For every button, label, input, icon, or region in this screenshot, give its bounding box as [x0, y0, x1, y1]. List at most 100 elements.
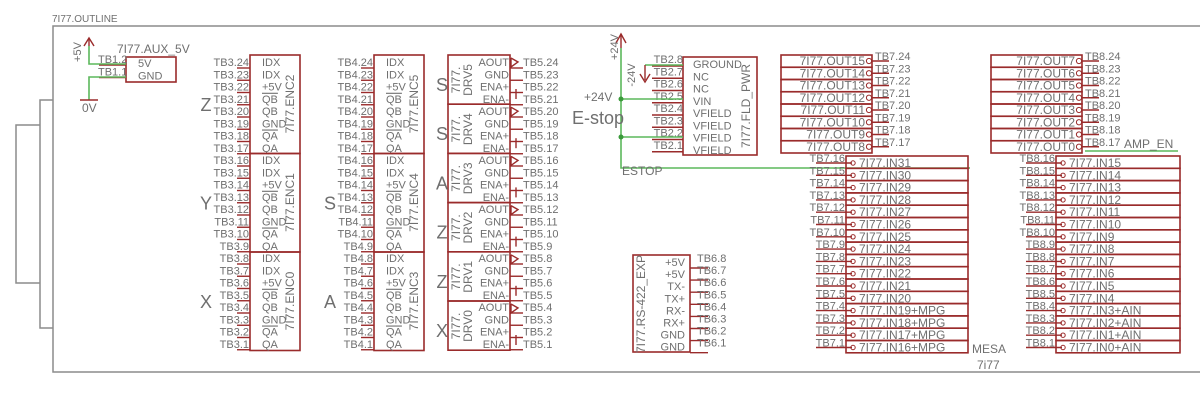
- terminal-label: TB3.24: [214, 57, 249, 69]
- input-label: 7I77.IN9: [1069, 230, 1115, 244]
- input-opto-icon: [1060, 160, 1066, 166]
- terminal-label: TB8.17: [1085, 137, 1120, 149]
- output-label: 7I77.OUT6: [1016, 66, 1075, 80]
- output-label: 7I77.OUT15: [800, 54, 866, 68]
- encoder-pin-label: QA: [262, 131, 279, 143]
- output-label: 7I77.OUT2: [1016, 115, 1075, 129]
- output-driver-icon: [1075, 57, 1083, 65]
- input-label: 7I77.IN14: [1069, 168, 1121, 182]
- input-opto-icon: [1060, 172, 1066, 179]
- input-label: 7I77.IN25: [859, 230, 911, 244]
- estop-net-label: ESTOP: [622, 164, 662, 178]
- input-label: 7I77.IN2+AIN: [1069, 316, 1141, 330]
- power-pin-label: VFIELD: [693, 145, 732, 157]
- input-opto-icon: [850, 295, 856, 301]
- input-opto-icon: [1060, 271, 1066, 277]
- terminal-label: TB4.15: [338, 167, 373, 179]
- encoder-pin-label: IDX: [386, 253, 405, 265]
- encoder-part-name: 7I77.ENC1: [283, 173, 297, 232]
- input-opto-icon: [850, 332, 856, 338]
- output-driver-icon: [1075, 94, 1083, 101]
- input-opto-icon: [850, 307, 856, 314]
- terminal-label: TB7.5: [816, 288, 845, 300]
- axis-letter: A: [324, 292, 336, 312]
- power-pin-label: GROUND: [693, 59, 742, 71]
- terminal-label: TB7.16: [810, 153, 845, 165]
- terminal-label: TB8.19: [1085, 112, 1120, 124]
- input-label: 7I77.IN19+MPG: [859, 304, 945, 318]
- terminal-label: TB4.4: [344, 302, 373, 314]
- terminal-label: TB5.1: [523, 339, 552, 351]
- driver-pin-label: ENA-: [483, 94, 510, 106]
- rs422-pin-label: GND: [661, 330, 686, 342]
- encoder-pin-label: +5V: [262, 180, 283, 192]
- terminal-label: TB3.17: [214, 143, 249, 155]
- output-label: 7I77.OUT8: [806, 140, 865, 154]
- terminal-label: TB5.18: [523, 131, 558, 143]
- terminal-label: TB8.5: [1026, 288, 1055, 300]
- encoder-pin-label: GND: [262, 314, 287, 326]
- encoder-pin-label: GND: [386, 118, 411, 130]
- output-driver-icon: [1075, 70, 1083, 77]
- terminal-label: TB2.5: [654, 91, 683, 103]
- encoder-pin-label: GND: [262, 216, 287, 228]
- terminal-label: TB3.1: [220, 339, 249, 351]
- encoder-pin-label: QA: [386, 229, 403, 241]
- input-label: 7I77.IN26: [859, 218, 911, 232]
- encoder-pin-label: QB: [262, 204, 278, 216]
- driver-pin-label: ENA+: [480, 131, 509, 143]
- axis-letter: Z: [201, 95, 212, 115]
- encoder-pin-label: QA: [262, 241, 279, 253]
- terminal-label: TB3.23: [214, 69, 249, 81]
- terminal-label: TB3.19: [214, 118, 249, 130]
- ground-label: 0V: [82, 101, 97, 115]
- terminal-label: TB6.2: [697, 326, 726, 338]
- terminal-label: TB3.12: [214, 204, 249, 216]
- terminal-label: TB8.21: [1085, 88, 1120, 100]
- encoder-pin-label: QA: [386, 241, 403, 253]
- terminal-label: TB8.15: [1020, 165, 1055, 177]
- input-opto-icon: [1060, 295, 1066, 301]
- input-opto-icon: [1060, 209, 1066, 215]
- encoder-pin-label: QA: [386, 339, 403, 351]
- analog-output-icon: [510, 204, 520, 216]
- power-box: [682, 56, 758, 156]
- terminal-label: TB4.1: [344, 339, 373, 351]
- driver-pin-label: AOUT: [478, 106, 509, 118]
- output-label: 7I77.OUT0: [1016, 140, 1075, 154]
- encoder-pin-label: IDX: [386, 155, 405, 167]
- terminal-label: TB7.24: [875, 51, 910, 63]
- encoder-pin-label: IDX: [386, 57, 405, 69]
- rs422-pin-label: RX-: [666, 305, 685, 317]
- output-driver-icon: [1075, 82, 1083, 89]
- input-label: 7I77.IN30: [859, 168, 911, 182]
- encoder-pin-label: +5V: [386, 180, 407, 192]
- terminal-label: TB8.7: [1026, 264, 1055, 276]
- input-label: 7I77.IN6: [1069, 267, 1115, 281]
- terminal-label: TB6.5: [697, 289, 726, 301]
- input-label: 7I77.IN23: [859, 254, 911, 268]
- junction-dot: [618, 96, 624, 102]
- aux-terminal-label: TB1.1: [98, 67, 127, 79]
- input-opto-icon: [850, 172, 856, 179]
- terminal-label: TB7.4: [816, 301, 845, 313]
- amp-en-label: AMP_EN: [1124, 137, 1173, 151]
- terminal-label: TB8.16: [1020, 153, 1055, 165]
- encoder-pin-label: QB: [262, 94, 278, 106]
- terminal-label: TB7.20: [875, 100, 910, 112]
- driver-pin-label: ENA-: [483, 241, 510, 253]
- input-label: 7I77.IN13: [1069, 181, 1121, 195]
- board-label: MESA: [972, 342, 1006, 356]
- terminal-label: TB4.18: [338, 131, 373, 143]
- terminal-label: TB6.6: [697, 277, 726, 289]
- terminal-label: TB4.17: [338, 143, 373, 155]
- encoder-pin-label: +5V: [262, 278, 283, 290]
- terminal-label: TB8.11: [1020, 215, 1055, 227]
- encoder-pin-label: QA: [262, 339, 279, 351]
- terminal-label: TB7.8: [816, 251, 845, 263]
- terminal-label: TB3.6: [220, 278, 249, 290]
- encoder-pin-label: QB: [262, 106, 278, 118]
- output-driver-icon: [865, 143, 873, 150]
- encoder-pin-label: IDX: [262, 155, 281, 167]
- input-label: 7I77.IN7: [1069, 254, 1115, 268]
